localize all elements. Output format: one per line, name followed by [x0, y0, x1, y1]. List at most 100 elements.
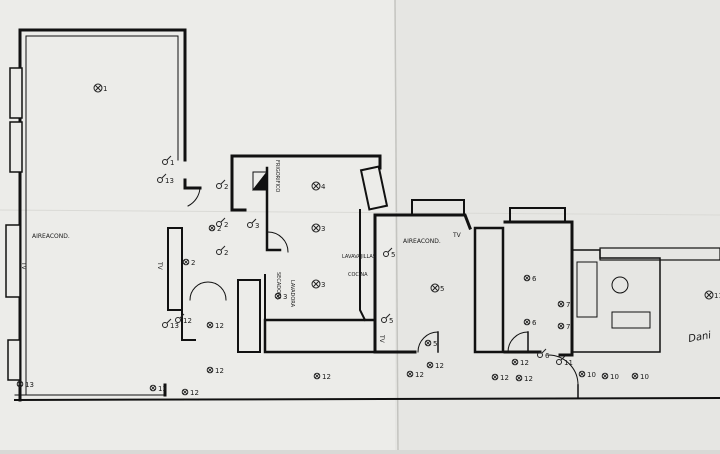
symbol-number: 2: [224, 183, 228, 191]
symbol-number: 12: [215, 367, 224, 375]
outlet-cross-icon: [558, 301, 564, 307]
switch-lever-icon: [251, 218, 257, 224]
outlet-symbol: 7: [557, 322, 570, 331]
switch-lever-icon: [385, 313, 391, 319]
switch-symbol: 13: [162, 318, 179, 330]
outlet-icon: [557, 322, 565, 330]
switch-icon: [175, 317, 181, 323]
door-swing-hall: [187, 187, 201, 207]
light-fixture-icon: [311, 181, 321, 191]
left-outer-wall: [18, 28, 187, 402]
outlet-symbol: 12: [511, 358, 529, 367]
symbol-number: 12: [524, 375, 533, 383]
aireacond-left-label: AIREACOND.: [32, 233, 70, 240]
symbol-number: 11: [714, 292, 720, 300]
outlet-cross-icon: [524, 319, 530, 325]
door-swing-kitchen: [267, 231, 289, 253]
outlet-symbol: 6: [523, 318, 537, 327]
kitchen-right-wall: [359, 209, 367, 322]
outlet-icon: [406, 370, 414, 378]
outlet-icon: [511, 358, 519, 366]
outlet-symbol: 6: [523, 274, 537, 283]
hall-partition: [167, 227, 183, 311]
lavadora-label: LAVADORA: [289, 280, 295, 308]
outlet-icon: [206, 366, 214, 374]
switch-lever-icon: [560, 355, 566, 361]
window-bay-2: [9, 121, 23, 173]
light-fixture-icon: [430, 283, 440, 293]
outlet-cross-icon: [558, 323, 564, 329]
outlet-symbol: 2: [182, 258, 195, 267]
paper-right-shade: [395, 0, 720, 450]
switch-lever-icon: [220, 245, 226, 251]
symbol-number: 6: [532, 319, 537, 327]
symbol-number: 12: [520, 359, 529, 367]
outlet-symbol: 5: [424, 339, 437, 348]
switch-symbol: 2: [216, 217, 228, 229]
cocina-label: COCINA: [348, 272, 368, 278]
outlet-symbol: 13: [149, 384, 167, 393]
tv-mid-label: TV: [452, 232, 462, 239]
light-cross-icon: [431, 284, 439, 292]
outlet-icon: [313, 372, 321, 380]
switch-symbol: 3: [247, 218, 259, 230]
symbol-number: 1: [103, 85, 107, 93]
toilet: [611, 276, 629, 294]
walls: [5, 28, 720, 402]
outlet-symbol: 10: [601, 372, 619, 381]
symbol-number: 4: [321, 183, 326, 191]
light-cross-icon: [312, 224, 320, 232]
outlet-cross-icon: [150, 385, 156, 391]
switch-lever-icon: [387, 247, 393, 253]
outlet-symbol: 12: [406, 370, 424, 379]
light-symbol: 5: [430, 283, 444, 293]
switch-symbol: 12: [175, 313, 192, 325]
central-left-wall: [230, 166, 247, 212]
symbol-number: 5: [389, 317, 393, 325]
kitchen-counter: [359, 165, 389, 211]
switch-symbol: 11: [556, 355, 573, 367]
symbol-number: 5: [440, 285, 444, 293]
kitchen-left-wall: [265, 166, 282, 252]
switch-lever-icon: [166, 318, 172, 324]
symbol-number: 1: [170, 159, 174, 167]
symbol-number: 13: [170, 322, 179, 330]
light-symbol: 3: [311, 223, 325, 233]
switch-lever-icon: [220, 179, 226, 185]
washbasin: [611, 311, 651, 329]
outlet-icon: [424, 339, 432, 347]
switch-icon: [216, 183, 222, 189]
tv-kitchen-wall-label: TV: [156, 261, 163, 271]
light-symbol: 11: [704, 290, 720, 300]
tv-lower-label: TV: [378, 334, 385, 344]
symbol-number: 6: [545, 352, 550, 360]
electrical-symbols: 1433511113222313125561112121212121212121…: [16, 83, 720, 397]
outlet-cross-icon: [182, 389, 188, 395]
outlet-icon: [515, 374, 523, 382]
outlet-cross-icon: [512, 359, 518, 365]
outlet-icon: [208, 224, 216, 232]
bath-bay-window: [599, 247, 720, 261]
symbol-number: 3: [255, 222, 259, 230]
outlet-cross-icon: [425, 340, 431, 346]
outlet-symbol: 12: [181, 388, 199, 397]
switch-icon: [383, 251, 389, 257]
outlet-cross-icon: [17, 381, 23, 387]
light-symbol: 4: [311, 181, 326, 191]
light-symbol: 3: [311, 279, 325, 289]
outlet-cross-icon: [579, 371, 585, 377]
symbol-number: 10: [587, 371, 596, 379]
bathtub: [576, 261, 598, 318]
secadora-label: SECADORA: [275, 272, 281, 300]
outlet-icon: [523, 274, 531, 282]
switch-symbol: 6: [537, 348, 550, 360]
light-cross-icon: [312, 280, 320, 288]
outlet-cross-icon: [407, 371, 413, 377]
outlet-icon: [206, 321, 214, 329]
outlet-symbol: 12: [313, 372, 331, 381]
switch-symbol: 2: [216, 179, 228, 191]
symbol-number: 3: [321, 281, 325, 289]
symbol-number: 13: [165, 177, 174, 185]
hall-wall-upper: [183, 178, 202, 190]
outlet-cross-icon: [516, 375, 522, 381]
